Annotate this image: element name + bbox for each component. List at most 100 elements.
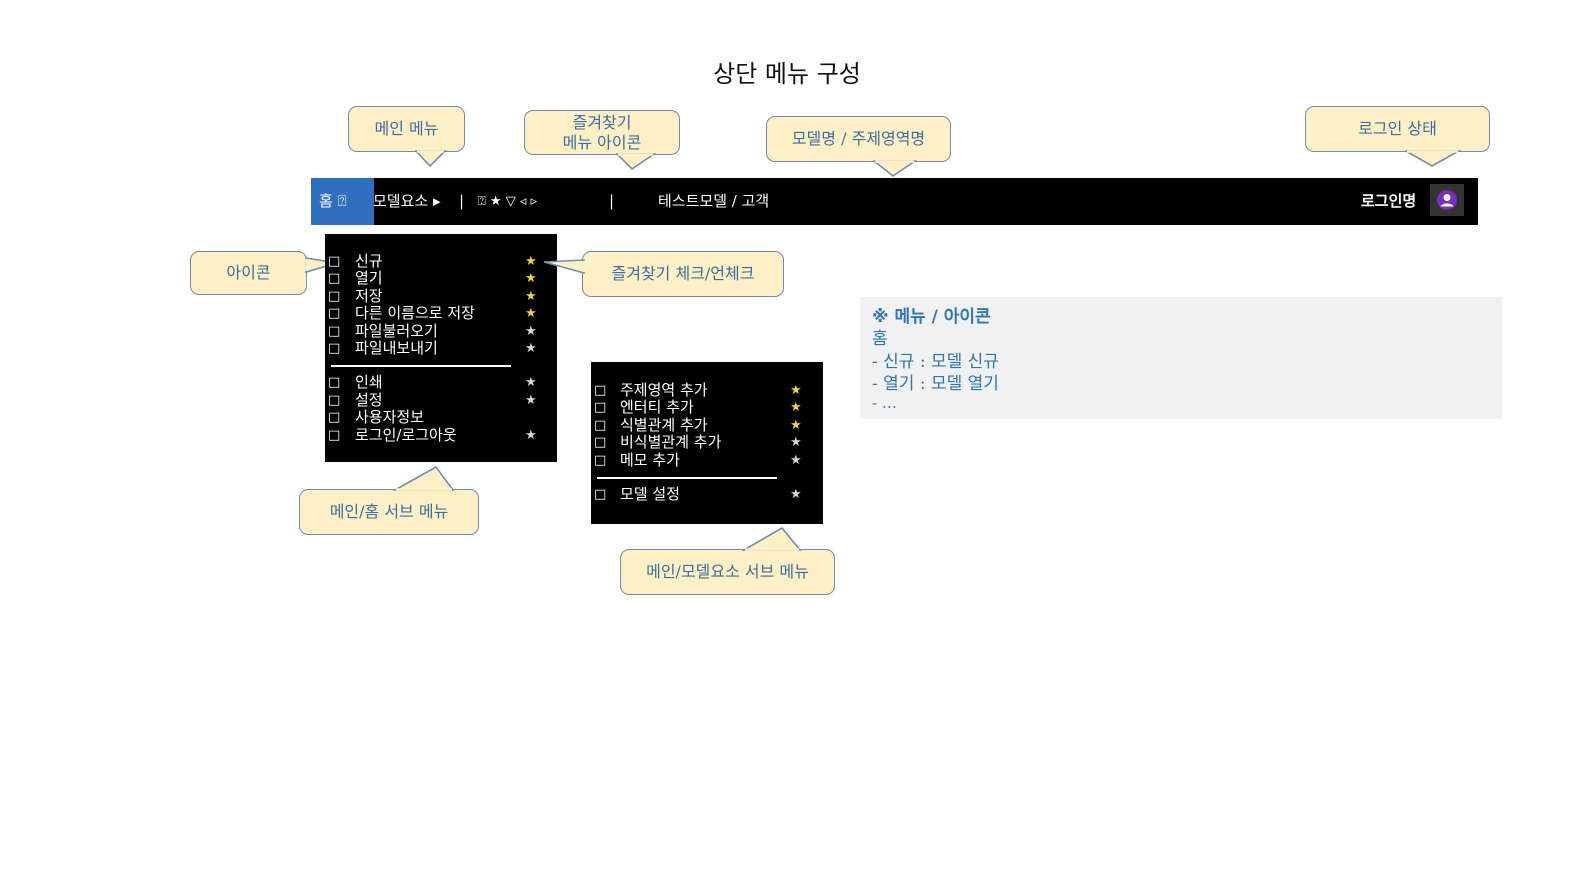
menu-item-icon: □: [328, 410, 341, 425]
home-submenu: □ 신규 ★ □ 열기 ★ □ 저장 ★ □ 다른 이름으로 저장 ★ □ 파일불러오기 ★ □ 파일내보내기 ★…: [325, 234, 557, 462]
callout-icon-text: 아이콘: [226, 263, 271, 282]
submenu-item[interactable]: □ 신규 ★: [325, 253, 557, 270]
menu-item-icon: □: [328, 428, 341, 443]
callout-home-submenu-tail: [393, 466, 455, 491]
menu-icon-note: ※ 메뉴 / 아이콘 홈 - 신규 : 모델 신규 - 열기 : 모델 열기 -…: [860, 297, 1502, 419]
callout-favorites-line2: 메뉴 아이콘: [562, 132, 642, 152]
menu-item-icon: □: [594, 383, 607, 398]
favorite-star-icon[interactable]: ★: [525, 254, 537, 269]
callout-model-submenu-tail: [742, 527, 802, 551]
submenu-item[interactable]: □ 엔터티 추가 ★: [591, 399, 823, 416]
menu-item-icon: □: [594, 400, 607, 415]
favorite-star-icon[interactable]: ★: [525, 393, 537, 408]
menu-item-label: 신규: [355, 252, 383, 270]
menu-item-icon: □: [328, 306, 341, 321]
menu-item-label: 파일내보내기: [355, 339, 438, 357]
callout-home-submenu-text: 메인/홈 서브 메뉴: [329, 502, 449, 521]
callout-login-status-text: 로그인 상태: [1358, 119, 1437, 138]
callout-model-subject-text: 모델명 / 주제영역명: [791, 129, 926, 148]
submenu-item[interactable]: □인쇄★: [325, 374, 557, 391]
callout-favorites-icon: 즐겨찾기 메뉴 아이콘: [524, 110, 680, 155]
submenu-item[interactable]: □ 열기 ★: [325, 270, 557, 287]
favorite-star-icon[interactable]: ★: [790, 383, 802, 398]
submenu-item[interactable]: □ 메모 추가 ★: [591, 452, 823, 469]
menu-item-icon: □: [328, 393, 341, 408]
submenu-item[interactable]: □ 모델 설정 ★: [591, 486, 823, 503]
menu-item-icon: □: [328, 341, 341, 356]
note-line: - 신규 : 모델 신규: [872, 352, 999, 372]
menu-item-label: 엔터티 추가: [620, 398, 694, 416]
note-line: - 열기 : 모델 열기: [872, 374, 999, 394]
menu-item-label: 열기: [355, 269, 383, 287]
callout-login-status: 로그인 상태: [1305, 106, 1490, 152]
favorite-star-icon[interactable]: ★: [525, 271, 537, 286]
favorite-star-icon[interactable]: ★: [525, 341, 537, 356]
callout-favorites-check-tail: [543, 259, 586, 275]
callout-icon: 아이콘: [190, 251, 307, 295]
callout-model-submenu-text: 메인/모델요소 서브 메뉴: [646, 562, 809, 581]
page-title: 상단 메뉴 구성: [713, 60, 861, 88]
submenu-item[interactable]: □사용자정보: [325, 409, 557, 426]
callout-model-subject-tail: [873, 160, 917, 177]
menu-item-label: 식별관계 추가: [620, 416, 708, 434]
note-line: - …: [872, 394, 897, 412]
submenu-item[interactable]: □파일불러오기★: [325, 323, 557, 340]
callout-main-menu: 메인 메뉴: [348, 106, 465, 152]
submenu-item[interactable]: □ 파일내보내기 ★: [325, 340, 557, 357]
favorite-star-icon[interactable]: ★: [525, 428, 537, 443]
callout-favorites-line1: 즐겨찾기: [572, 112, 632, 132]
callout-favorites-icon-tail: [616, 153, 656, 171]
callout-home-submenu: 메인/홈 서브 메뉴: [299, 489, 479, 535]
menubar-divider: |: [609, 192, 615, 210]
menu-item-label: 메모 추가: [620, 451, 680, 469]
model-elements-submenu: □주제영역 추가★□엔터티 추가★□식별관계 추가★□비식별관계 추가★□메모 …: [591, 362, 823, 524]
callout-login-status-tail: [1405, 150, 1461, 167]
menu-item-label: 저장: [355, 287, 383, 305]
submenu-item[interactable]: □ 설정 ★: [325, 392, 557, 409]
favorite-star-icon[interactable]: ★: [525, 289, 537, 304]
note-heading: ※ 메뉴 / 아이콘: [872, 307, 991, 327]
menu-item-icon: □: [328, 254, 341, 269]
favorite-star-icon[interactable]: ★: [525, 375, 537, 390]
favorites-toolbar-icons[interactable]: ⍰ ★ ▽ ◃ ▹: [478, 194, 538, 209]
menu-home[interactable]: 홈 ⍰: [311, 178, 374, 225]
submenu-item[interactable]: □비식별관계 추가★: [591, 434, 823, 451]
menu-item-label: 주제영역 추가: [620, 381, 708, 399]
menu-item-label: 인쇄: [355, 373, 383, 391]
submenu-separator: [331, 365, 511, 367]
menu-item-label: 다른 이름으로 저장: [355, 304, 475, 322]
menu-item-icon: □: [594, 487, 607, 502]
menu-item-icon: □: [594, 453, 607, 468]
callout-icon-tail: [305, 257, 338, 274]
callout-model-submenu: 메인/모델요소 서브 메뉴: [620, 549, 835, 595]
submenu-item[interactable]: □ 식별관계 추가 ★: [591, 417, 823, 434]
menu-item-icon: □: [328, 271, 341, 286]
menu-item-icon: □: [328, 289, 341, 304]
menu-item-label: 파일불러오기: [355, 322, 438, 340]
menu-item-label: 설정: [355, 391, 383, 409]
callout-favorites-check-text: 즐겨찾기 체크/언체크: [611, 264, 755, 283]
menu-item-icon: □: [594, 418, 607, 433]
favorite-star-icon[interactable]: ★: [525, 324, 537, 339]
menu-model-elements[interactable]: 모델요소 ▸: [373, 192, 441, 210]
submenu-item[interactable]: □ 주제영역 추가 ★: [591, 382, 823, 399]
model-subject-name: 테스트모델 / 고객: [658, 192, 770, 210]
login-name[interactable]: 로그인명: [1361, 192, 1417, 210]
note-line: 홈: [872, 329, 888, 349]
favorite-star-icon[interactable]: ★: [790, 453, 802, 468]
submenu-item[interactable]: □ 다른 이름으로 저장 ★: [325, 305, 557, 322]
callout-favorites-check: 즐겨찾기 체크/언체크: [582, 251, 784, 297]
menu-item-label: 로그인/로그아웃: [355, 426, 457, 444]
favorite-star-icon[interactable]: ★: [525, 306, 537, 321]
favorite-star-icon[interactable]: ★: [790, 435, 802, 450]
menu-item-icon: □: [594, 435, 607, 450]
favorite-star-icon[interactable]: ★: [790, 487, 802, 502]
user-avatar-icon[interactable]: [1430, 184, 1464, 216]
menubar-divider: |: [459, 192, 465, 210]
submenu-item[interactable]: □ 저장 ★: [325, 288, 557, 305]
callout-main-menu-text: 메인 메뉴: [374, 119, 439, 138]
submenu-item[interactable]: □ 로그인/로그아웃 ★: [325, 427, 557, 444]
menu-item-label: 모델 설정: [620, 485, 680, 503]
favorite-star-icon[interactable]: ★: [790, 400, 802, 415]
favorite-star-icon[interactable]: ★: [790, 418, 802, 433]
